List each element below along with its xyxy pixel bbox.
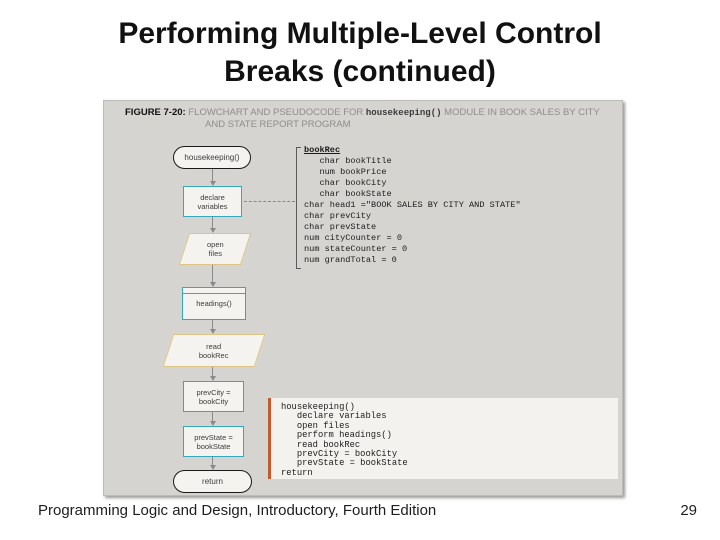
figure-caption-text: FLOWCHART AND PSEUDOCODE FOR — [188, 107, 366, 118]
flowchart-terminal-return: return — [173, 470, 252, 493]
declarations-body: char bookTitle num bookPrice char bookCi… — [304, 156, 521, 265]
flowchart-process-prevcity: prevCity = bookCity — [183, 381, 244, 412]
node-label: declare variables — [197, 192, 228, 211]
figure-caption-text2: MODULE IN BOOK SALES BY CITY — [441, 107, 600, 118]
flowchart-process-prevstate: prevState = bookState — [183, 426, 244, 457]
slide-title: Performing Multiple-Level Control Breaks… — [0, 15, 720, 91]
flow-arrow-icon — [208, 265, 217, 287]
figure-caption-line1: FIGURE 7-20: FLOWCHART AND PSEUDOCODE FO… — [125, 107, 617, 119]
figure-caption-line2: AND STATE REPORT PROGRAM — [205, 119, 351, 130]
predefined-process-bar-icon — [183, 293, 245, 294]
flowchart-terminal-housekeeping: housekeeping() — [173, 146, 251, 169]
flowchart-io-read-bookrec: read bookRec — [162, 334, 266, 367]
flow-arrow-icon — [208, 367, 217, 381]
flow-arrow-icon — [208, 320, 217, 334]
figure-caption-label: FIGURE 7-20: — [125, 107, 186, 118]
flow-arrow-icon — [208, 169, 217, 186]
node-label: prevState = bookState — [194, 432, 233, 451]
flow-arrow-icon — [208, 412, 217, 426]
dashed-connector-line — [244, 201, 295, 202]
flow-arrow-icon — [208, 217, 217, 233]
node-label: open files — [206, 240, 224, 258]
node-label: prevCity = bookCity — [196, 387, 231, 406]
figure-caption: FIGURE 7-20: FLOWCHART AND PSEUDOCODE FO… — [125, 107, 617, 131]
node-label: read bookRec — [199, 341, 229, 360]
figure-content: FIGURE 7-20: FLOWCHART AND PSEUDOCODE FO… — [104, 101, 622, 495]
slide-title-line1: Performing Multiple-Level Control — [118, 17, 602, 50]
node-label: headings() — [196, 299, 232, 308]
flowchart-process-declare-variables: declare variables — [183, 186, 242, 217]
figure-caption-code: housekeeping() — [365, 108, 442, 118]
declarations-bracket-icon — [296, 147, 301, 269]
slide-title-line2: Breaks (continued) — [224, 55, 496, 88]
node-label: housekeeping() — [184, 153, 240, 162]
pseudocode-box: housekeeping() declare variables open fi… — [268, 398, 618, 479]
figure-7-20: FIGURE 7-20: FLOWCHART AND PSEUDOCODE FO… — [103, 100, 623, 496]
footer-book-title: Programming Logic and Design, Introducto… — [38, 502, 437, 519]
declarations-code-block: bookRec char bookTitle num bookPrice cha… — [304, 145, 521, 266]
pseudocode-text: housekeeping() declare variables open fi… — [281, 402, 408, 478]
declarations-heading: bookRec — [304, 145, 341, 155]
flowchart-io-open-files: open files — [178, 233, 252, 265]
flowchart-predefined-headings: headings() — [182, 287, 246, 320]
page-number: 29 — [680, 502, 697, 519]
node-label: return — [202, 477, 223, 486]
flow-arrow-icon — [208, 457, 217, 470]
